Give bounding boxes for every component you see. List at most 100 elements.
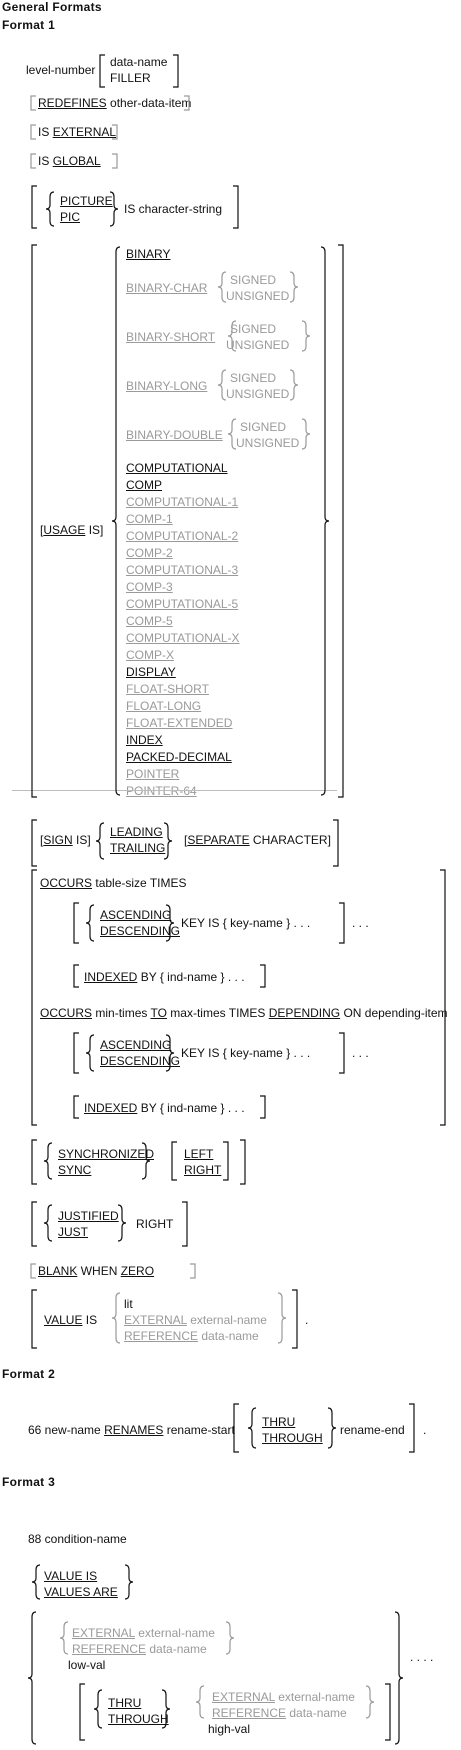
- usage-option: COMPUTATIONAL-X: [126, 631, 240, 645]
- redefines-keyword: REDEFINES: [38, 96, 107, 110]
- ascending-repeat-ellipsis: . . .: [352, 916, 369, 930]
- usage-option-keyword: COMP-X: [126, 648, 174, 662]
- right-brace: [301, 418, 311, 450]
- usage-option-keyword: COMP-1: [126, 512, 173, 526]
- to-keyword: TO: [150, 1006, 167, 1020]
- separate-character: [SEPARATE CHARACTER]: [184, 833, 331, 847]
- right-bracket: [190, 1263, 196, 1279]
- usage-option: COMPUTATIONAL-2: [126, 529, 238, 543]
- usage-option: COMP-X: [126, 648, 174, 662]
- usage-option: COMP-5: [126, 614, 173, 628]
- ind-name-repeat: } . . .: [220, 970, 245, 984]
- right-brace: [277, 1292, 287, 1344]
- new-name: 66 new-name: [28, 1423, 101, 1437]
- key-is-keyword: KEY IS {: [181, 916, 227, 930]
- key-name: key-name: [230, 1046, 283, 1060]
- usage-option-keyword: POINTER-64: [126, 784, 197, 798]
- left-bracket: [30, 124, 36, 140]
- section-divider: [12, 790, 337, 791]
- left-bracket: [99, 54, 105, 88]
- occurs-keyword: OCCURS: [40, 1006, 93, 1020]
- occurs-keyword: OCCURS: [40, 876, 93, 890]
- external-option: EXTERNAL external-name: [212, 1690, 355, 1704]
- ind-name: ind-name: [167, 970, 218, 984]
- right-bracket: [260, 1095, 266, 1119]
- is-character-string: IS character-string: [124, 202, 223, 216]
- usage-option: COMPUTATIONAL-5: [126, 597, 238, 611]
- right-bracket: [409, 1403, 415, 1453]
- separate-keyword: SEPARATE: [187, 833, 250, 847]
- right-keyword: RIGHT: [184, 1163, 222, 1177]
- synchronized-keyword: SYNCHRONIZED: [58, 1147, 155, 1161]
- usage-is-label: [USAGE IS]: [40, 523, 104, 537]
- external-option: EXTERNAL external-name: [124, 1313, 267, 1327]
- left-bracket: [73, 1032, 79, 1074]
- usage-option-keyword: COMP: [126, 478, 162, 492]
- key-name: key-name: [230, 916, 283, 930]
- left-bracket: [73, 964, 79, 988]
- low-val: low-val: [68, 1658, 106, 1672]
- indexed-keyword: INDEXED: [84, 970, 138, 984]
- left-bracket: [30, 1263, 36, 1279]
- ind-name-repeat: } . . .: [220, 1101, 245, 1115]
- usage-is-tail: IS]: [85, 523, 104, 537]
- usage-option: COMP-3: [126, 580, 173, 594]
- occurs-clause-fixed: OCCURS table-size TIMES: [40, 876, 187, 890]
- usage-option-keyword: BINARY: [126, 247, 171, 261]
- left-brace: [217, 369, 227, 401]
- usage-option-keyword: COMPUTATIONAL-1: [126, 495, 239, 509]
- left-brace: [85, 904, 95, 942]
- right-word: RIGHT: [136, 1217, 174, 1231]
- left-bracket: [73, 1095, 79, 1119]
- key-name-repeat: } . . .: [286, 916, 311, 930]
- usage-option: COMP-1: [126, 512, 173, 526]
- repeat-ellipsis: . . . .: [410, 1650, 434, 1664]
- usage-option: PACKED-DECIMAL: [126, 750, 232, 764]
- key-is-clause: KEY IS { key-name } . . .: [181, 916, 310, 930]
- right-bracket: [333, 819, 339, 867]
- redefines-clause: REDEFINES other-data-item: [38, 96, 191, 110]
- value-period: .: [305, 1313, 309, 1327]
- right-bracket: [112, 153, 118, 169]
- usage-option-keyword: DISPLAY: [126, 665, 176, 679]
- trailing-keyword: TRAILING: [110, 841, 166, 855]
- is-keyword: IS: [38, 125, 50, 139]
- usage-option-keyword: COMPUTATIONAL: [126, 461, 228, 475]
- usage-option: FLOAT-SHORT: [126, 682, 209, 696]
- external-keyword: EXTERNAL: [124, 1313, 187, 1327]
- usage-option-keyword: COMPUTATIONAL-5: [126, 597, 239, 611]
- right-brace: [124, 1564, 134, 1600]
- external-name: external-name: [190, 1313, 267, 1327]
- reference-option: REFERENCE data-name: [124, 1329, 259, 1343]
- rename-start: rename-start: [166, 1423, 235, 1437]
- left-bracket: [30, 153, 36, 169]
- is-keyword: IS: [38, 154, 50, 168]
- right-bracket: [292, 1289, 298, 1349]
- reference-keyword: REFERENCE: [124, 1329, 199, 1343]
- left-brace: [93, 1689, 103, 1729]
- usage-option-keyword: INDEX: [126, 733, 163, 747]
- right-bracket: [339, 902, 345, 944]
- usage-option-keyword: BINARY-DOUBLE: [126, 428, 223, 442]
- signed-option: SIGNED: [230, 322, 277, 336]
- signed-option: SIGNED: [230, 371, 277, 385]
- right-brace: [289, 271, 299, 303]
- value-is-keyword: VALUE IS: [44, 1569, 98, 1583]
- signed-option: SIGNED: [240, 420, 287, 434]
- just-keyword: JUST: [58, 1225, 88, 1239]
- format1-title: Format 1: [2, 18, 56, 32]
- key-is-keyword: KEY IS {: [181, 1046, 227, 1060]
- external-keyword: EXTERNAL: [212, 1690, 275, 1704]
- usage-option-keyword: FLOAT-SHORT: [126, 682, 209, 696]
- character-keyword: CHARACTER]: [249, 833, 331, 847]
- left-brace: [31, 1564, 41, 1600]
- usage-option: FLOAT-LONG: [126, 699, 201, 713]
- external-option: EXTERNAL external-name: [72, 1626, 215, 1640]
- usage-option: BINARY-DOUBLE: [126, 428, 223, 442]
- left-bracket: [31, 244, 37, 798]
- indexed-by-clause: INDEXED BY { ind-name } . . .: [84, 970, 245, 984]
- usage-option-keyword: PACKED-DECIMAL: [126, 750, 232, 764]
- thru-keyword: THRU: [108, 1696, 142, 1710]
- reference-keyword: REFERENCE: [212, 1706, 287, 1720]
